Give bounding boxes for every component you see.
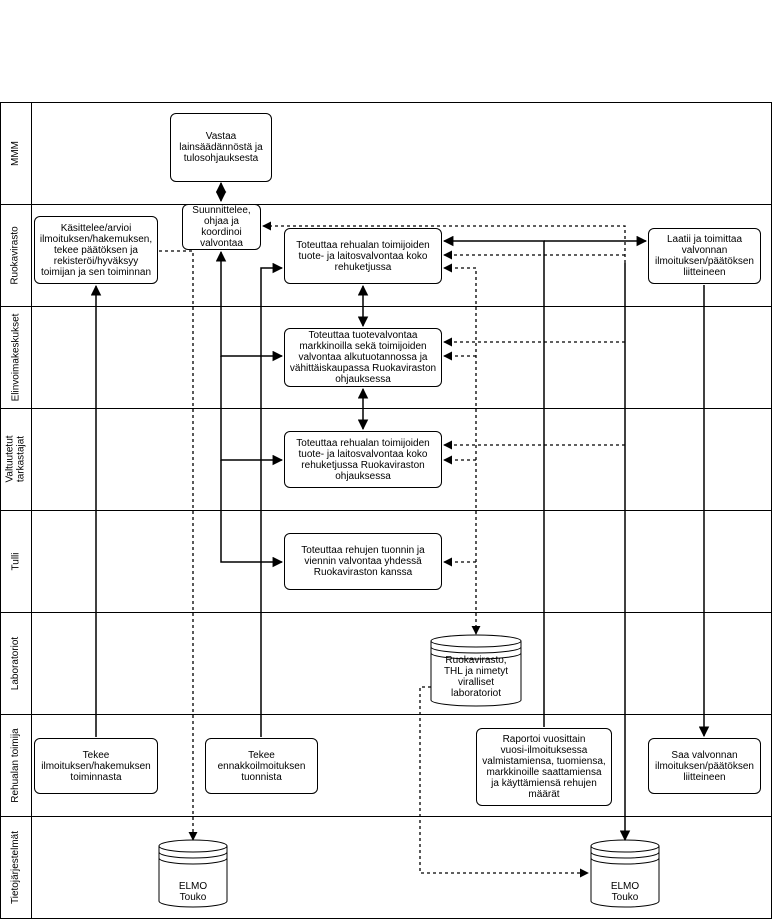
node-ruokavirasto-toteuttaa: Toteuttaa rehualan toimijoiden tuote- ja… [284,228,442,284]
lane-label-valtuutetut-tarkastajat: Valtuutetut tarkastajat [4,435,27,483]
node-toimija-saa: Saa valvonnan ilmoituksen/päätöksen liit… [648,738,761,794]
connector-lab-elmo2 [419,686,589,878]
lane-label-elinvoimakeskukset: Elinvoimakeskukset [10,313,21,401]
node-toimija-tekee-ennakkoilmoituksen: Tekee ennakkoilmoituksen tuonnista [205,738,318,794]
connector-lab-rv [443,263,481,635]
elmo-database-1-shape [158,839,228,908]
lab-database-label: Ruokavirasto, THL ja nimetyt viralliset … [443,655,509,699]
connector-kasittelee-elmo1 [159,250,198,841]
node-ruokavirasto-kasittelee: Käsittelee/arvioi ilmoituksen/hakemuksen… [34,216,158,284]
lane-label-laboratoriot: Laboratoriot [10,636,21,690]
connector-elmo-suunnittelee [262,221,626,263]
elmo-database-2-shape [590,839,660,908]
lab-database-shape [430,634,522,707]
node-tulli-toteuttaa: Toteuttaa rehujen tuonnin ja viennin val… [284,533,442,590]
node-elinvoimakeskukset-toteuttaa: Toteuttaa tuotevalvontaa markkinoilla se… [284,328,442,387]
elmo-database-2-label: ELMO Touko [610,881,640,903]
lane-label-rehualan-toimija: Rehualan toimija [10,727,21,803]
node-ruokavirasto-laatii: Laatii ja toimittaa valvonnan ilmoitukse… [648,228,761,284]
connector-ennakko-toteuttaa [260,262,284,737]
lane-label-ruokavirasto: Ruokavirasto [10,225,22,285]
node-valtuutetut-toteuttaa: Toteuttaa rehualan toimijoiden tuote- ja… [284,431,442,488]
solid-connectors [90,181,710,842]
lane-label-tietojarjestelmat: Tietojärjestelmät [10,830,21,904]
dashed-connectors [159,221,626,878]
lane-label-tulli: Tulli [10,552,21,570]
elmo-database-1-label: ELMO Touko [178,881,208,903]
node-toimija-tekee-ilmoituksen: Tekee ilmoituksen/hakemuksen toiminnasta [34,738,158,794]
node-ruokavirasto-suunnittelee: Suunnittelee, ohjaa ja koordinoi valvont… [182,204,261,250]
lane-label-mmm: MMM [10,140,21,166]
node-toimija-raportoi: Raportoi vuosittain vuosi-ilmoituksessa … [476,728,612,806]
node-mmm-vastaa: Vastaa lainsäädännöstä ja tulosohjaukses… [170,113,272,182]
